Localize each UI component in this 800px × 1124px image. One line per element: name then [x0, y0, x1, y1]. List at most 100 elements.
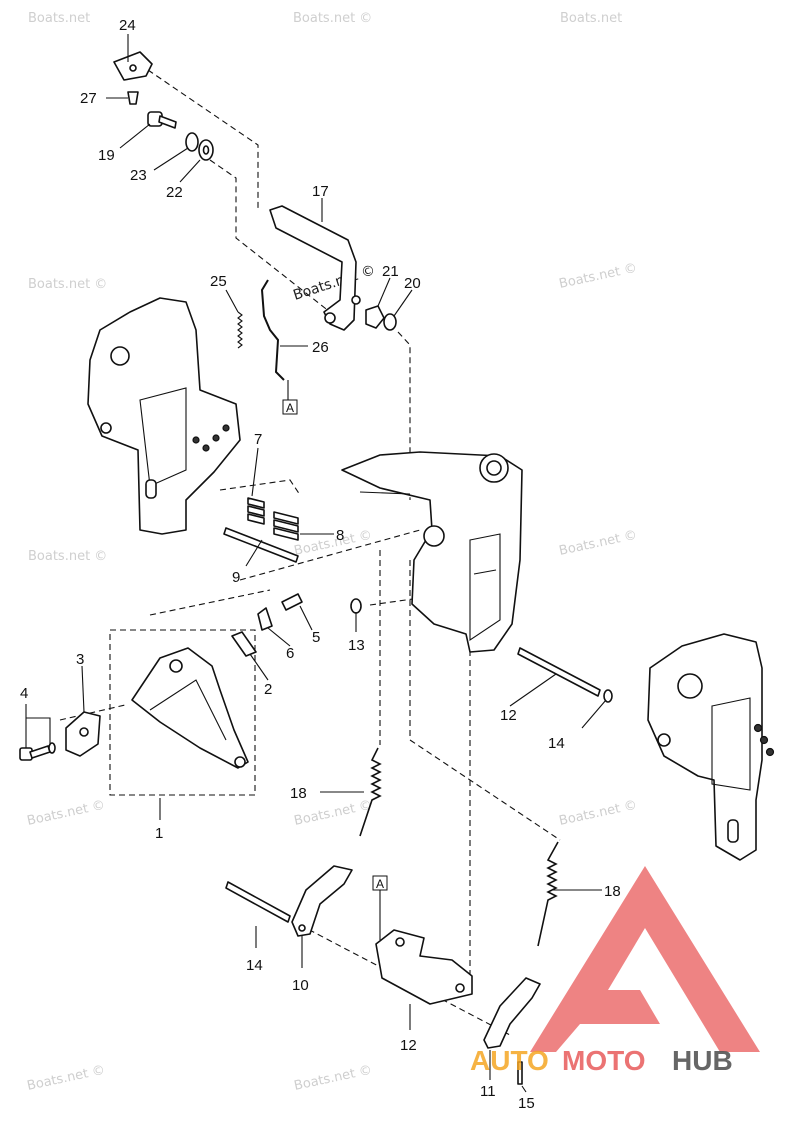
plate-hole: [79, 727, 89, 737]
assembly-line: [149, 589, 271, 616]
callout-number: 4: [20, 685, 28, 702]
bracket-hole: [212, 434, 220, 442]
bracket-slot: [145, 479, 157, 499]
callout-number: 19: [98, 147, 115, 164]
leader-line: [393, 289, 413, 317]
pin-part: [127, 91, 139, 105]
leader-line: [119, 123, 151, 149]
leader-line: [521, 1085, 527, 1093]
leader-line: [179, 159, 201, 183]
washer-part: [383, 313, 397, 331]
lever-hole: [298, 924, 306, 932]
spring-part-7: [247, 497, 265, 525]
left-clamp-bracket: [87, 297, 241, 535]
callout-number: 24: [119, 17, 136, 34]
bracket-hole: [765, 747, 775, 757]
tilt-bracket-part: [131, 647, 249, 769]
wire-link-part: [260, 279, 285, 381]
lever-bracket-part: [269, 205, 357, 331]
callout-number: 7: [254, 431, 262, 448]
lever-part-11: [483, 977, 541, 1049]
watermark-header-right: Boats.net: [560, 11, 622, 26]
bracket-hole: [100, 422, 112, 434]
assembly-group-box: [109, 629, 256, 796]
callout-number: 14: [246, 957, 263, 974]
watermark-header-left: Boats.net: [28, 11, 90, 26]
tilt-bracket-hole: [169, 659, 183, 673]
bracket-rib: [711, 697, 751, 791]
rod-part: [225, 881, 291, 923]
automotohub-logo: AUTO MOTO HUB: [470, 866, 760, 1076]
leader-line: [581, 699, 607, 729]
watermark: Boats.net ©: [26, 798, 107, 829]
tension-spring-part: [537, 841, 559, 947]
callout-number: 23: [130, 167, 147, 184]
assembly-line: [409, 560, 561, 841]
retaining-ring-part: [350, 598, 362, 614]
screw-shank: [29, 745, 51, 759]
bracket-hole: [677, 673, 703, 699]
logo-text-hub: HUB: [672, 1045, 733, 1076]
leader-line: [267, 627, 291, 647]
watermark: Boats.net ©: [558, 798, 639, 829]
bracket-slot: [727, 819, 739, 843]
callout-number: 1: [155, 825, 163, 842]
reference-box-label: A: [376, 877, 384, 891]
bracket-rib: [139, 387, 187, 487]
callout-number: 22: [166, 184, 183, 201]
watermark: Boats.net ©: [28, 277, 107, 292]
callout-number: 10: [292, 977, 309, 994]
assembly-line: [239, 529, 421, 581]
swivel-rib: [473, 569, 497, 575]
watermark: Boats.net ©: [558, 261, 639, 292]
bracket-hole: [753, 723, 763, 733]
long-pin-part: [517, 647, 601, 697]
bracket-hole: [324, 312, 336, 324]
leader-line: [153, 147, 189, 171]
bracket-hole: [395, 937, 405, 947]
pin-part-2: [231, 631, 257, 657]
reference-box-a-upper: [282, 399, 298, 415]
clip-hole: [129, 64, 137, 72]
callout-number: 14: [548, 735, 565, 752]
nut-part: [365, 305, 385, 329]
bracket-part-12: [375, 929, 473, 1005]
swivel-rib: [359, 491, 411, 495]
callout-number: 13: [348, 637, 365, 654]
callout-number: 26: [312, 339, 329, 356]
leader-line: [225, 289, 239, 313]
watermark: Boats.net ©: [558, 528, 639, 559]
spring-part-8: [273, 511, 299, 541]
right-clamp-bracket: [647, 633, 763, 861]
assembly-line: [219, 479, 301, 496]
reference-box-label: A: [286, 401, 294, 415]
bracket-hole: [110, 346, 130, 366]
callout-number: 25: [210, 273, 227, 290]
bracket-hole: [222, 424, 230, 432]
logo-text-moto: MOTO: [562, 1045, 645, 1076]
callout-number: 17: [312, 183, 329, 200]
small-spring-part: [237, 311, 243, 349]
leader-line: [251, 447, 259, 497]
callout-number: 2: [264, 681, 272, 698]
bracket-hole: [657, 733, 671, 747]
callout-number: 21: [382, 263, 399, 280]
tilt-bracket-hole: [234, 756, 246, 768]
callout-number: 12: [500, 707, 517, 724]
swivel-rib: [469, 533, 501, 642]
washer-hole: [202, 145, 210, 155]
callout-number: 20: [404, 275, 421, 292]
watermark: Boats.net ©: [28, 549, 107, 564]
retaining-ring-part: [603, 689, 613, 703]
bracket-hole: [455, 983, 465, 993]
assembly-line: [59, 704, 126, 721]
callout-number: 5: [312, 629, 320, 646]
callout-number: 9: [232, 569, 240, 586]
assembly-line: [209, 159, 331, 313]
small-spring-part-5: [281, 593, 303, 611]
callout-number: 11: [480, 1083, 496, 1100]
washer-part: [185, 132, 199, 152]
pin-part-16: [517, 1061, 523, 1085]
leader-line: [377, 277, 391, 307]
